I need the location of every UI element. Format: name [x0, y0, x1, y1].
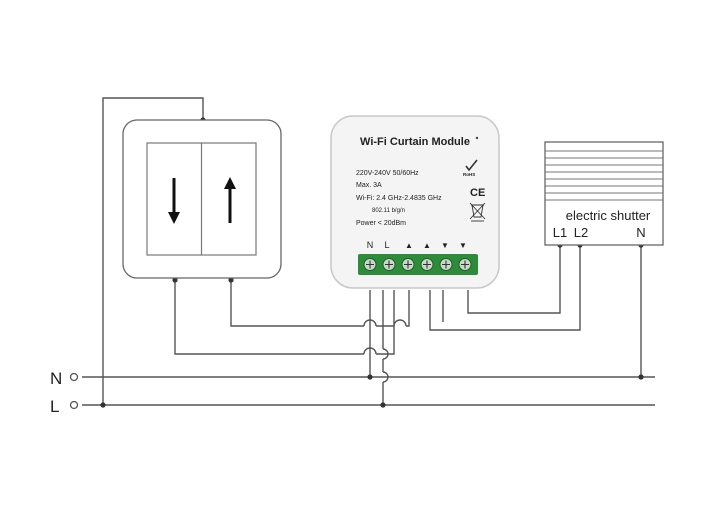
switch-up-wire — [230, 280, 410, 327]
terminal-label-down-2: ▼ — [459, 241, 467, 250]
junction-dot — [638, 374, 644, 380]
terminal-label-n: N — [367, 240, 374, 250]
n-terminal-circle — [69, 372, 79, 382]
shutter-terminal-n: N — [636, 225, 645, 240]
l-mains-label: L — [50, 397, 59, 416]
weee-bin-icon — [469, 202, 486, 222]
spec-current: Max. 3A — [356, 182, 382, 189]
arrow-down-icon — [168, 178, 180, 224]
terminal-label-down-1: ▼ — [441, 241, 449, 250]
terminal-screw — [420, 258, 434, 271]
terminal-label-up-1: ▲ — [405, 241, 413, 250]
crossover-arc — [382, 371, 389, 383]
arrow-up-icon — [224, 177, 236, 223]
switch-common-wire — [102, 97, 204, 405]
wifi-curtain-module: Wi-Fi Curtain Module 220V-240V 50/60Hz M… — [330, 115, 500, 289]
terminal-label-l: L — [384, 240, 389, 250]
module-body — [330, 115, 500, 289]
junction-dot — [172, 277, 178, 283]
switch-down-wire — [174, 280, 395, 355]
crossover-arc — [393, 319, 407, 327]
motor-l1-wire — [467, 245, 561, 314]
junction-dot — [100, 402, 106, 408]
ce-mark: CE — [470, 187, 485, 199]
spec-wifi: Wi-Fi: 2.4 GHz-2.4835 GHz — [356, 195, 442, 202]
terminal-label-up-2: ▲ — [423, 241, 431, 250]
l-terminal-circle — [69, 400, 79, 410]
electric-shutter: electric shutter L1 L2 N — [544, 141, 664, 246]
terminal-screw — [363, 258, 377, 271]
svg-text:RoHS: RoHS — [463, 172, 475, 177]
terminal-screws — [363, 258, 472, 271]
junction-dot — [367, 374, 373, 380]
mains-terminals: N L — [50, 369, 79, 416]
shutter-slats — [545, 150, 663, 201]
wires — [82, 97, 655, 406]
module-title: Wi-Fi Curtain Module — [360, 136, 470, 148]
terminal-screw — [439, 258, 453, 271]
terminal-screw — [401, 258, 415, 271]
terminal-screw — [382, 258, 396, 271]
terminal-screw — [458, 258, 472, 271]
crossover-arc — [382, 348, 389, 360]
shutter-label: electric shutter — [566, 208, 651, 223]
spec-power: Power < 20dBm — [356, 220, 406, 227]
spec-voltage: 220V-240V 50/60Hz — [356, 170, 419, 177]
wall-switch — [122, 119, 282, 279]
module-dot — [475, 136, 479, 140]
n-mains-label: N — [50, 369, 62, 388]
junction-dot — [228, 277, 234, 283]
spec-standard: 802.11 b/g/n — [372, 208, 405, 214]
shutter-terminal-l1: L1 — [553, 225, 567, 240]
shutter-terminal-l2: L2 — [574, 225, 588, 240]
junction-dot — [380, 402, 386, 408]
rohs-check-icon: RoHS — [463, 159, 478, 177]
motor-l2-wire — [429, 245, 581, 331]
